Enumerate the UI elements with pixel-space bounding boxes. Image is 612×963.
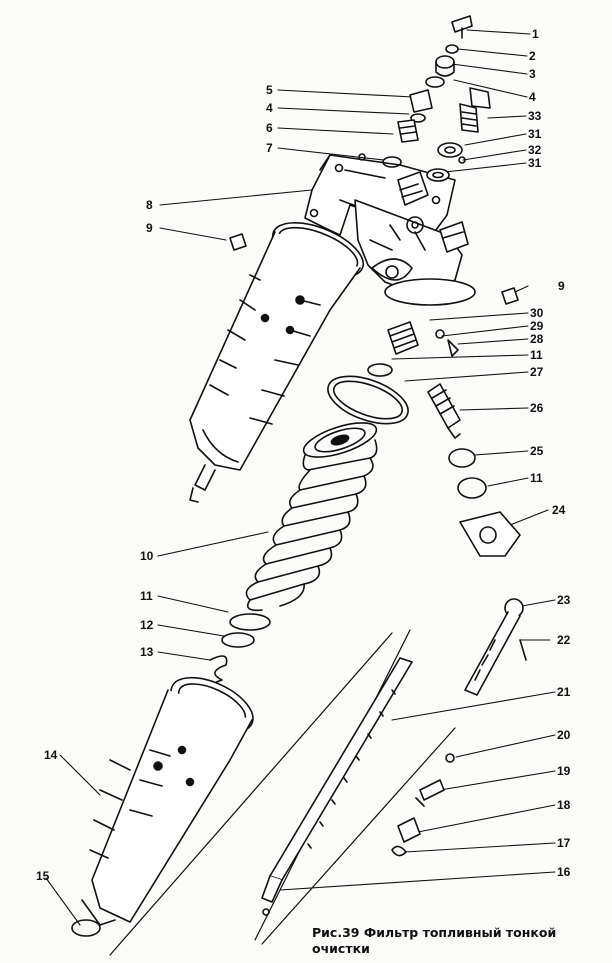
callout-10: 10 [140,549,154,563]
callout-13: 13 [140,645,154,659]
callout-11-lower: 11 [140,589,153,603]
callout-28: 28 [530,332,544,346]
callout-20: 20 [557,728,571,742]
plug-9-left [229,233,247,251]
callout-27: 27 [530,365,544,379]
filter-head-bracket [304,153,476,306]
callout-9-right: 9 [558,279,565,293]
callout-4-left: 4 [266,101,273,115]
callout-23: 23 [557,593,571,607]
gasket-27-inner [332,380,404,420]
callout-31-bottom: 31 [528,156,542,170]
callout-2: 2 [529,49,536,63]
parts-28-30 [367,321,459,377]
callout-11-upper: 11 [530,348,543,362]
callout-26: 26 [530,401,544,415]
parts-16-20 [391,753,455,857]
callout-8: 8 [146,198,153,212]
centre-tube-21 [109,629,456,956]
callout-30: 30 [530,306,544,320]
callout-29: 29 [530,319,544,333]
callout-4-top: 4 [529,90,536,104]
washer-11 [229,613,271,631]
leader-lines [45,29,556,926]
flange-24-hole [479,526,497,544]
filter-element-corrugated [245,422,378,612]
callout-3: 3 [529,67,536,81]
callout-32: 32 [528,143,542,157]
callout-5: 5 [266,83,273,97]
callout-31-top: 31 [528,127,542,141]
callout-9-left: 9 [146,221,153,235]
callout-22: 22 [557,633,571,647]
flange-24 [459,511,521,557]
callout-11-mid: 11 [530,471,543,485]
callout-19: 19 [557,764,571,778]
callout-21: 21 [557,685,571,699]
upper-filter-housing [189,222,365,503]
callout-12: 12 [140,618,154,632]
callout-6: 6 [266,121,273,135]
callout-1: 1 [532,27,539,41]
callout-17: 17 [557,836,571,850]
callout-33: 33 [528,109,542,123]
figure-caption: Рис.39 Фильтр топливный тонкой очистки [312,925,557,956]
lower-filter-housing [71,676,254,937]
callout-18: 18 [557,798,571,812]
washer-12 [221,632,255,648]
callout-16: 16 [557,865,571,879]
gasket-27 [327,375,409,425]
callout-15: 15 [36,869,50,883]
callout-7: 7 [266,141,273,155]
handle-23 [464,598,527,696]
small-parts-top [382,15,491,182]
valve-26 [427,383,487,499]
plug-9-right [501,287,519,305]
callout-25: 25 [530,444,544,458]
callout-24: 24 [552,503,566,517]
callout-14: 14 [44,748,58,762]
